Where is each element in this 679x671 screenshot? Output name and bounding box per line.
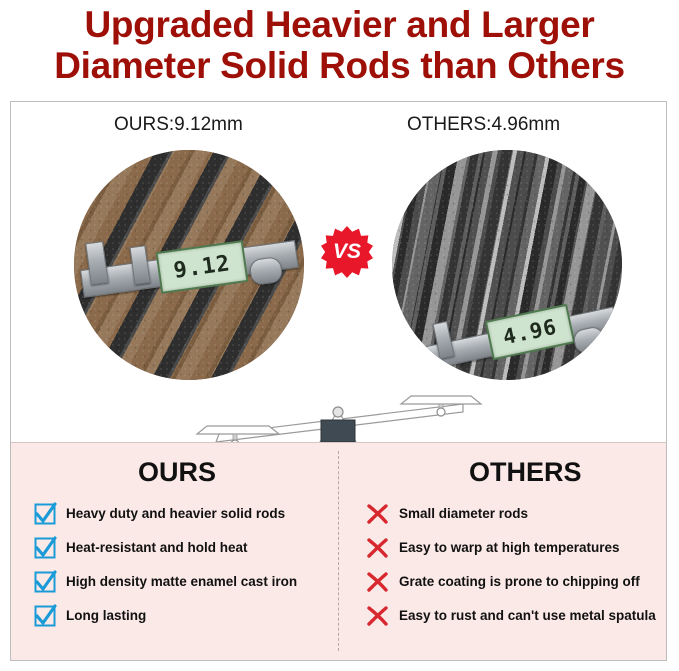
seesaw-right-pan <box>399 395 483 417</box>
others-column-title: OTHERS <box>469 457 582 487</box>
cross-icon <box>366 502 390 526</box>
list-item: Easy to rust and can't use metal spatula <box>366 603 666 628</box>
balance-seesaw-illustration <box>195 395 483 446</box>
list-item-label: High density matte enamel cast iron <box>66 574 298 589</box>
headline-line-1: Upgraded Heavier and Larger <box>84 4 595 45</box>
others-measurement-label: OTHERS:4.96mm <box>407 114 561 135</box>
comparison-panel: OURS:9.12mm OTHERS:4.96mm 9.12 4.9 <box>10 101 667 661</box>
list-item-label: Small diameter rods <box>399 506 529 521</box>
cross-icon <box>366 604 390 628</box>
others-product-photo: 4.96 <box>392 150 622 380</box>
ours-product-photo: 9.12 <box>74 150 304 380</box>
check-icon <box>33 603 57 628</box>
measurement-comparison: OURS:9.12mm OTHERS:4.96mm 9.12 4.9 <box>11 102 666 446</box>
headline-line-2: Diameter Solid Rods than Others <box>54 45 625 86</box>
cross-icon <box>366 536 390 560</box>
list-item-label: Heavy duty and heavier solid rods <box>66 506 286 521</box>
list-item: Grate coating is prone to chipping off <box>366 569 666 594</box>
list-item-label: Grate coating is prone to chipping off <box>399 574 640 589</box>
vs-label: VS <box>332 240 361 263</box>
ours-measurement-label: OURS:9.12mm <box>114 114 243 135</box>
check-icon <box>33 535 57 560</box>
list-item-label: Long lasting <box>66 608 147 623</box>
list-item-label: Easy to rust and can't use metal spatula <box>399 608 656 623</box>
list-item: Small diameter rods <box>366 501 666 526</box>
list-item: High density matte enamel cast iron <box>33 569 333 594</box>
page-title: Upgraded Heavier and Larger Diameter Sol… <box>0 0 679 86</box>
list-item: Easy to warp at high temperatures <box>366 535 666 560</box>
column-divider <box>338 451 339 651</box>
caliper-reading-left: 9.12 <box>172 250 232 284</box>
caliper-reading-right: 4.96 <box>500 314 560 350</box>
seesaw-fulcrum <box>318 406 358 443</box>
list-item: Heat-resistant and hold heat <box>33 535 333 560</box>
check-icon <box>33 501 57 526</box>
check-icon <box>33 569 57 594</box>
list-item-label: Heat-resistant and hold heat <box>66 540 248 555</box>
features-comparison: OURS OTHERS Heavy duty and heavier solid… <box>11 442 666 660</box>
vs-badge: VS <box>321 226 373 278</box>
ours-column-title: OURS <box>138 457 217 487</box>
list-item: Long lasting <box>33 603 333 628</box>
list-item-label: Easy to warp at high temperatures <box>399 540 620 555</box>
list-item: Heavy duty and heavier solid rods <box>33 501 333 526</box>
others-feature-list: Small diameter rods Easy to warp at high… <box>366 501 666 637</box>
ours-feature-list: Heavy duty and heavier solid rods Heat-r… <box>33 501 333 637</box>
cross-icon <box>366 570 390 594</box>
